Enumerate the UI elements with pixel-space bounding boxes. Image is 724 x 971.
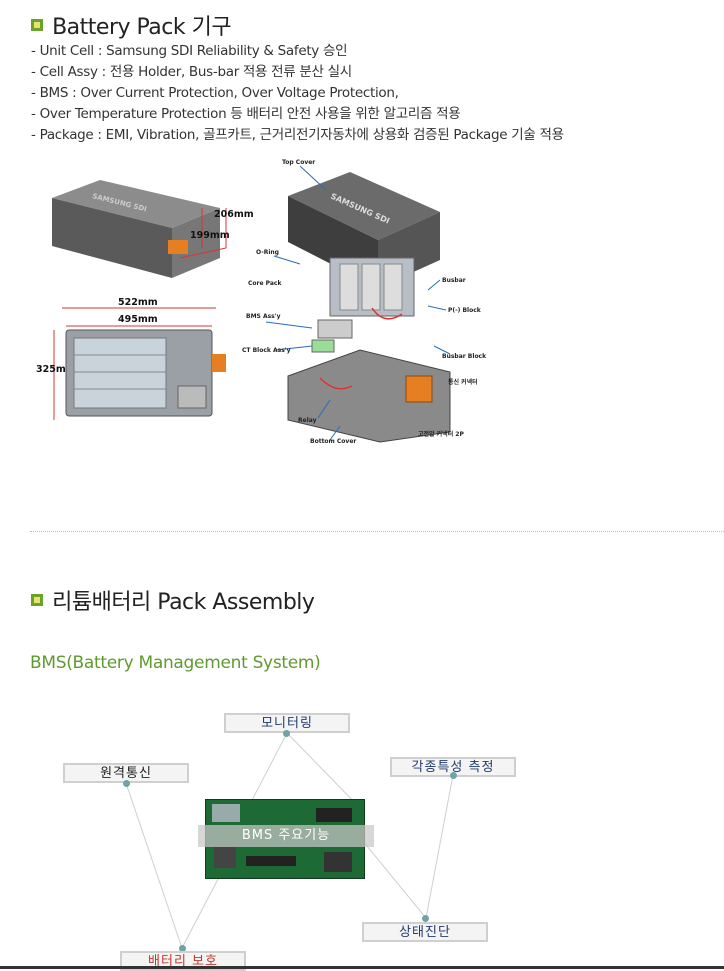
bottom-rule [0,966,724,969]
spec-item: Package : EMI, Vibration, 골프카트, 근거리전기자동차… [31,125,711,146]
connector-icon [168,240,188,254]
square-bullet-icon [31,594,43,606]
node-dot [123,780,130,787]
board-chip [246,856,296,866]
spec-list: Unit Cell : Samsung SDI Reliability & Sa… [31,41,711,146]
part-label: Relay [298,417,317,424]
part-label: Core Pack [248,280,282,287]
dim-length-outer: 522mm [118,297,158,308]
part-label: O-Ring [256,249,279,256]
bms-center-label: BMS 주요기능 [198,825,374,847]
part-label: P(-) Block [448,307,482,314]
section-divider [30,531,724,532]
spec-item: Unit Cell : Samsung SDI Reliability & Sa… [31,41,711,62]
pack-3d-view: SAMSUNG SDI 206mm 199mm [52,180,254,278]
bms-subtitle: BMS(Battery Management System) [30,653,321,673]
part-label: Busbar [442,277,466,284]
part-label: 고전압 커넥터 2P [418,430,464,438]
part-label: Top Cover [282,159,315,166]
part-label: CT Block Ass'y [242,347,291,354]
node-diagnosis: 상태진단 [362,922,488,942]
spec-item: Over Temperature Protection 등 배터리 안전 사용을… [31,104,711,125]
board-chip [212,804,240,822]
part-label: Busbar Block [442,353,487,360]
part-label: Bottom Cover [310,438,356,445]
node-monitoring: 모니터링 [224,713,350,733]
board-chip [316,808,352,822]
section-title: Battery Pack 기구 [52,15,232,40]
section-title: 리튬배터리 Pack Assembly [52,590,315,615]
square-bullet-icon [31,19,43,31]
bms-diagram-lines [125,732,454,949]
battery-pack-figure: SAMSUNG SDI 206mm 199mm 522mm 495mm 325m… [36,159,487,445]
part-label: BMS Ass'y [246,313,281,320]
dim-height1: 206mm [214,209,254,220]
exploded-view: SAMSUNG SDI Top Cover O-Ring Core Pack B… [242,159,487,445]
pack-top-view: 522mm 495mm 325mm [36,297,226,420]
node-dot [283,730,290,737]
node-dot [450,772,457,779]
spec-item: BMS : Over Current Protection, Over Volt… [31,83,711,104]
dim-width: 325mm [36,364,76,375]
node-dot [179,945,186,952]
section-heading-battery-pack: Battery Pack 기구 [31,9,232,41]
section-heading-pack-assembly: 리튬배터리 Pack Assembly [31,584,315,616]
node-dot [422,915,429,922]
node-remote: 원격통신 [63,763,189,783]
board-chip [324,852,352,872]
part-label: 통신 커넥터 [448,378,478,386]
dim-height2: 199mm [190,230,230,241]
board-chip [214,846,236,868]
spec-item: Cell Assy : 전용 Holder, Bus-bar 적용 전류 분산 … [31,62,711,83]
dim-length-inner: 495mm [118,314,158,325]
